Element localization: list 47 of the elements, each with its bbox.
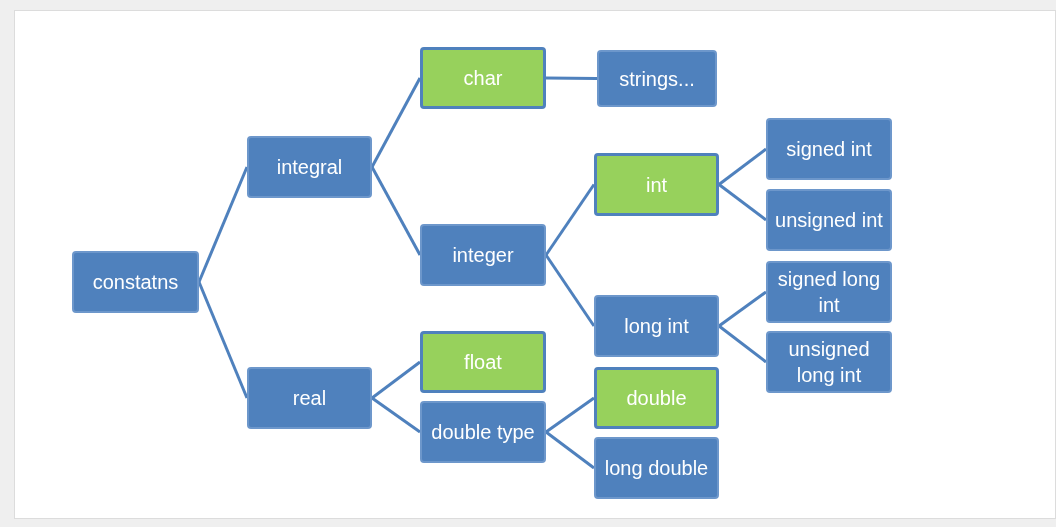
- box-label: char: [463, 66, 503, 91]
- connector-line: [371, 360, 421, 400]
- category-box: [420, 47, 546, 109]
- box-label: strings...: [619, 66, 695, 92]
- box-label: float: [464, 350, 502, 375]
- category-box: [594, 367, 719, 429]
- box-label: real: [292, 386, 327, 411]
- box-label: integer: [452, 243, 514, 268]
- connector-line: [197, 281, 249, 399]
- category-box: [594, 153, 719, 216]
- connector-line: [546, 76, 597, 80]
- category-box: [420, 331, 546, 393]
- box-label: int: [645, 172, 668, 198]
- box-label: unsigned int: [775, 208, 883, 233]
- connector-line: [718, 147, 767, 186]
- connector-line: [370, 166, 422, 256]
- category-box: [597, 50, 717, 107]
- connector-line: [718, 183, 767, 222]
- category-box: [766, 189, 892, 251]
- connector-line: [370, 77, 422, 168]
- category-box: [247, 136, 372, 198]
- connector-line: [545, 396, 595, 434]
- connector-line: [197, 166, 249, 283]
- category-box: [766, 331, 892, 393]
- connector-line: [718, 324, 767, 364]
- connector-line: [544, 183, 596, 256]
- category-box: [72, 251, 199, 313]
- connector-line: [544, 254, 596, 327]
- box-label: long double: [604, 456, 709, 481]
- category-box: [594, 437, 719, 499]
- box-label: integral: [276, 155, 343, 180]
- category-box: [766, 118, 892, 180]
- category-box: [420, 224, 546, 286]
- connector-line: [371, 396, 421, 434]
- box-label: signed int: [786, 137, 872, 162]
- category-box: [766, 261, 892, 323]
- box-label: long int: [624, 314, 689, 339]
- box-label: double type: [431, 420, 535, 445]
- box-label: double: [626, 386, 687, 411]
- category-box: [420, 401, 546, 463]
- box-label: constatns: [92, 270, 179, 295]
- category-box: [247, 367, 372, 429]
- connector-line: [545, 430, 595, 470]
- category-box: [594, 295, 719, 357]
- box-label: unsigned long int: [787, 337, 871, 388]
- box-label: signed long int: [776, 267, 882, 318]
- connector-line: [718, 290, 767, 328]
